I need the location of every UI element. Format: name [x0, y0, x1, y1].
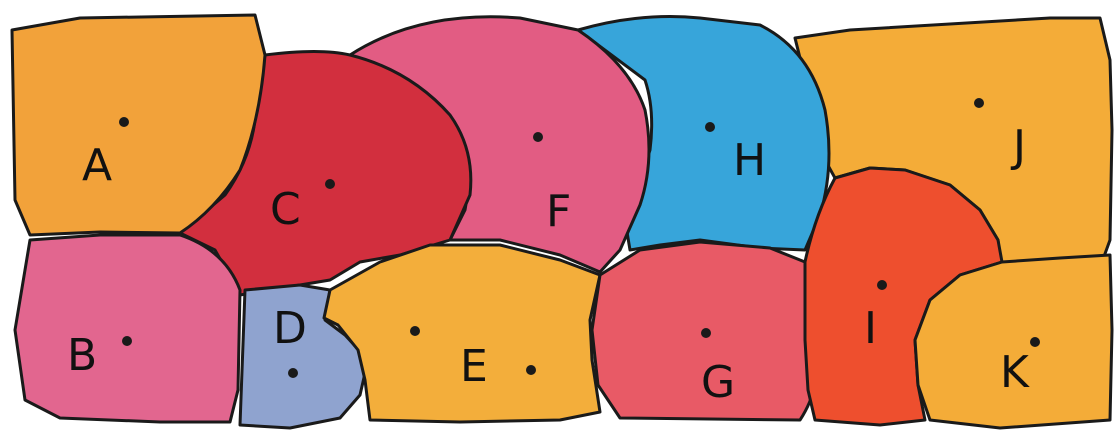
label-D: D [273, 303, 307, 354]
dot-I [877, 280, 887, 290]
dot-C [325, 179, 335, 189]
label-G: G [701, 357, 735, 408]
dot-F [533, 132, 543, 142]
label-E: E [460, 341, 488, 392]
label-K: K [1000, 347, 1030, 398]
label-A: A [82, 140, 112, 191]
dot-A [119, 117, 129, 127]
region-B [15, 235, 240, 422]
label-F: F [546, 186, 571, 237]
dot-K [1030, 337, 1040, 347]
dot-E2 [526, 365, 536, 375]
label-C: C [270, 184, 301, 235]
label-H: H [733, 135, 766, 186]
dot-E1 [410, 326, 420, 336]
dot-G [701, 328, 711, 338]
dot-J [974, 98, 984, 108]
dot-D [288, 368, 298, 378]
label-I: I [864, 303, 877, 354]
label-B: B [67, 330, 97, 381]
region-E [324, 245, 600, 422]
dot-B [122, 336, 132, 346]
dot-H [705, 122, 715, 132]
label-J: J [1010, 121, 1026, 172]
